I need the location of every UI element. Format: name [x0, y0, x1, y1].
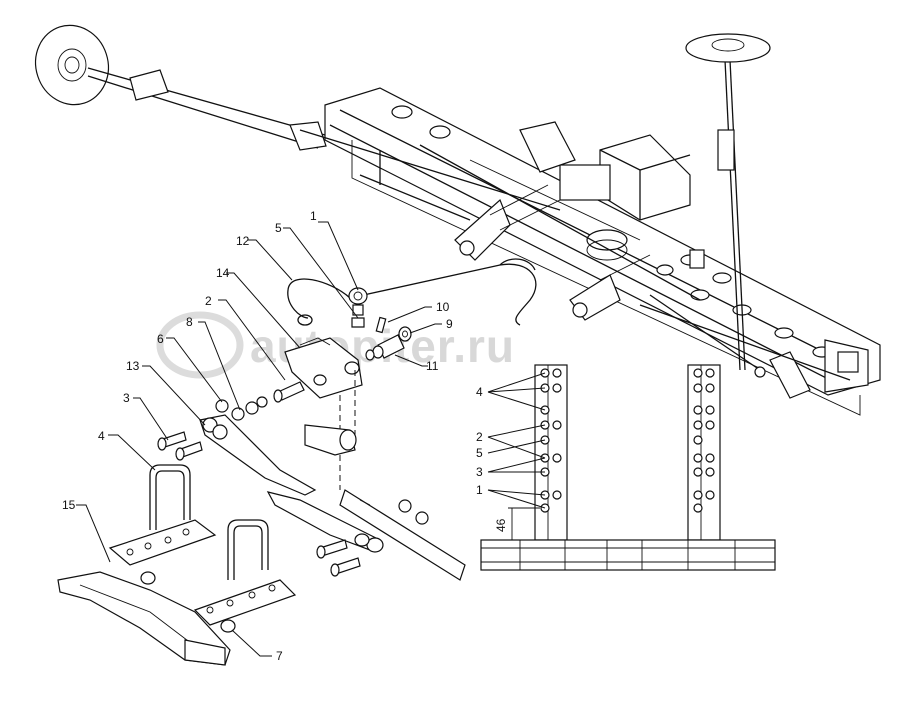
callout-8: 8 [186, 315, 193, 329]
nut [140, 571, 236, 633]
eye-bolt [348, 287, 368, 328]
callout-11: 11 [426, 359, 439, 373]
cable-assembly [287, 258, 537, 326]
callout-9: 9 [446, 317, 453, 331]
detail-label-3: 3 [476, 465, 483, 479]
callout-2: 2 [205, 294, 212, 308]
callout-4: 4 [98, 429, 105, 443]
lever-arm [304, 370, 466, 581]
callout-6: 6 [157, 332, 164, 346]
pin [375, 316, 387, 334]
detail-label-5: 5 [476, 446, 483, 460]
spring-tine [199, 414, 317, 496]
bolt [157, 431, 203, 461]
clamp-plate [108, 519, 297, 626]
spring-tine [266, 491, 384, 553]
nut [398, 499, 429, 525]
u-bolt [227, 519, 269, 580]
bolt [316, 539, 361, 577]
callout-5: 5 [275, 221, 282, 235]
sleeve [365, 334, 405, 361]
leader-lines [76, 221, 442, 657]
callout-15: 15 [62, 498, 76, 512]
washer [398, 326, 412, 342]
skid-runner [57, 571, 231, 666]
dimension-46: 46 [494, 518, 508, 532]
detail-label-1: 1 [476, 483, 483, 497]
callout-10: 10 [436, 300, 450, 314]
callout-14: 14 [216, 266, 230, 280]
callout-labels: 1 2 3 4 5 6 7 8 9 10 11 12 13 14 15 [62, 209, 453, 663]
callout-7: 7 [276, 649, 283, 663]
machine-frame [34, 24, 881, 416]
nut [215, 396, 268, 421]
bolt [273, 381, 305, 403]
callout-1: 1 [310, 209, 317, 223]
callout-3: 3 [123, 391, 130, 405]
detail-label-2: 2 [476, 430, 483, 444]
callout-13: 13 [126, 359, 140, 373]
detail-view: 46 4 2 5 3 1 [476, 364, 776, 571]
callout-12: 12 [236, 234, 250, 248]
detail-label-4: 4 [476, 385, 483, 399]
left-disc [34, 24, 110, 106]
u-bolt [149, 464, 191, 530]
